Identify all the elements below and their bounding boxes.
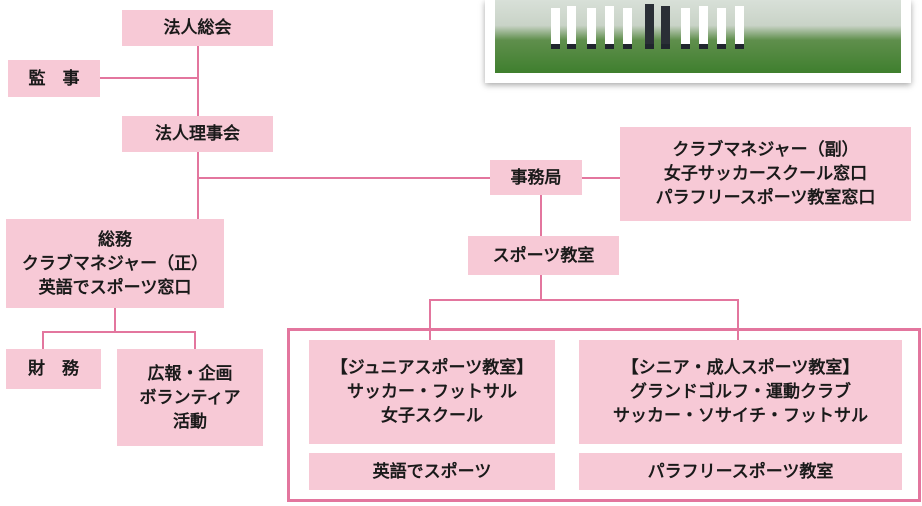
auditor-box: 監 事 [8,60,100,97]
player-leg [735,6,744,49]
sports-class-label: スポーツ教室 [492,245,595,266]
finance-box: 財 務 [6,349,101,389]
pr-line: ボランティア [139,387,241,408]
auditor-connector [100,77,199,79]
class-branch-line [430,299,739,301]
player-leg [551,8,560,49]
player-leg [661,6,670,49]
general-affairs-line: 英語でスポーツ窓口 [38,277,192,298]
player-leg [681,8,690,49]
player-leg [623,8,632,49]
pr-drop-line [194,331,196,349]
player-leg [605,6,614,49]
senior-drop-line [737,299,739,340]
sports-class-frame [287,328,921,502]
general-affairs-box: 総務 クラブマネジャー（正） 英語でスポーツ窓口 [6,219,224,308]
general-affairs-line: 総務 [98,229,132,250]
player-leg [567,6,576,49]
pr-line: 活動 [173,411,207,432]
affairs-branch-line [42,331,196,333]
general-affairs-line: クラブマネジャー（正） [21,253,209,274]
team-photo [485,0,911,83]
parafree-label: パラフリースポーツ教室 [647,461,834,482]
senior-class-box: 【シニア・成人スポーツ教室】 グランドゴルフ・運動クラブ サッカー・ソサイチ・フ… [579,340,902,444]
board-box: 法人理事会 [122,116,273,152]
sports-class-box: スポーツ教室 [468,236,619,275]
english-sports-box: 英語でスポーツ [309,453,555,490]
junior-class-box: 【ジュニアスポーツ教室】 サッカー・フットサル 女子スクール [309,340,555,444]
player-leg [645,4,654,49]
parafree-box: パラフリースポーツ教室 [579,453,902,490]
general-assembly-box: 法人総会 [122,10,273,46]
junior-drop-line [429,299,431,340]
sub-manager-box: クラブマネジャー（副） 女子サッカースクール窓口 パラフリースポーツ教室窓口 [620,127,911,221]
general-assembly-label: 法人総会 [163,18,232,38]
senior-class-line: 【シニア・成人スポーツ教室】 [621,358,860,378]
secretariat-box: 事務局 [490,160,582,195]
team-photo-image [495,0,901,73]
english-sports-label: 英語でスポーツ [372,461,492,482]
senior-class-line: グランドゴルフ・運動クラブ [630,382,851,402]
player-leg [699,6,708,49]
finance-label: 財 務 [28,359,79,379]
class-down-line [540,275,542,300]
board-label: 法人理事会 [155,124,240,144]
pr-box: 広報・企画 ボランティア 活動 [117,349,263,446]
auditor-label: 監 事 [28,68,80,89]
secretariat-to-class-line [540,195,542,236]
secretariat-to-manager-line [582,177,620,179]
player-leg [717,8,726,49]
board-to-secretariat-line [197,177,490,179]
finance-drop-line [42,331,44,349]
junior-class-line: 【ジュニアスポーツ教室】 [330,358,534,378]
secretariat-label: 事務局 [510,167,562,188]
junior-class-line: サッカー・フットサル [347,382,517,402]
sub-manager-line: 女子サッカースクール窓口 [663,164,868,184]
junior-class-line: 女子スクール [381,406,483,426]
sub-manager-line: クラブマネジャー（副） [672,140,859,160]
senior-class-line: サッカー・ソサイチ・フットサル [613,406,868,426]
pr-line: 広報・企画 [147,363,233,384]
sub-manager-line: パラフリースポーツ教室窓口 [655,188,876,208]
affairs-down-line [114,308,116,332]
player-leg [587,8,596,49]
